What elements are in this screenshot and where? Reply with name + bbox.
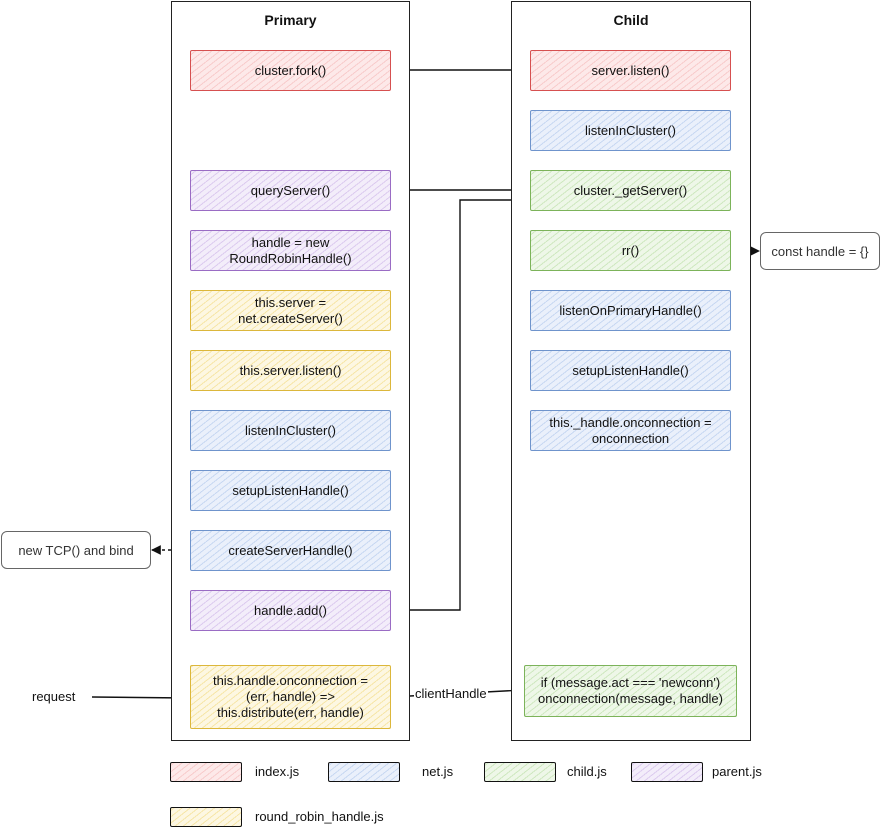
node-cluster-get-server: cluster._getServer() (530, 170, 731, 211)
client-handle-label: clientHandle (414, 686, 488, 701)
legend-swatch-net (328, 762, 400, 782)
node-newconn-handler: if (message.act === 'newconn') onconnect… (524, 665, 737, 717)
node-net-create-server: this.server = net.createServer() (190, 290, 391, 331)
legend-label-net: net.js (422, 764, 454, 779)
child-lane-title: Child (613, 12, 649, 28)
legend-label-index: index.js (255, 764, 300, 779)
node-cluster-fork: cluster.fork() (190, 50, 391, 91)
note-new-tcp-bind: new TCP() and bind (1, 531, 151, 569)
legend-swatch-round-robin (170, 807, 242, 827)
edge-handleadd-to-getserver (391, 195, 529, 611)
node-child-listen-in-cluster: listenInCluster() (530, 110, 731, 151)
node-create-server-handle: createServerHandle() (190, 530, 391, 571)
node-listen-on-primary-handle: listenOnPrimaryHandle() (530, 290, 731, 331)
node-query-server: queryServer() (190, 170, 391, 211)
legend-label-child: child.js (567, 764, 607, 779)
legend-swatch-parent (631, 762, 703, 782)
node-primary-listen-in-cluster: listenInCluster() (190, 410, 391, 451)
legend-swatch-index (170, 762, 242, 782)
note-const-handle: const handle = {} (760, 232, 880, 270)
node-child-server-listen: server.listen() (530, 50, 731, 91)
node-handle-onconnection-assign: this._handle.onconnection = onconnection (530, 410, 731, 451)
node-primary-setup-listen-handle: setupListenHandle() (190, 470, 391, 511)
primary-lane-title: Primary (264, 12, 317, 28)
node-handle-add: handle.add() (190, 590, 391, 631)
legend-swatch-child (484, 762, 556, 782)
node-new-roundrobin-handle: handle = new RoundRobinHandle() (190, 230, 391, 271)
node-child-setup-listen-handle: setupListenHandle() (530, 350, 731, 391)
legend-label-round-robin: round_robin_handle.js (255, 809, 384, 824)
node-this-server-listen: this.server.listen() (190, 350, 391, 391)
legend-label-parent: parent.js (712, 764, 762, 779)
node-rr: rr() (530, 230, 731, 271)
request-label: request (32, 689, 76, 704)
node-handle-onconnection: this.handle.onconnection = (err, handle)… (190, 665, 391, 729)
